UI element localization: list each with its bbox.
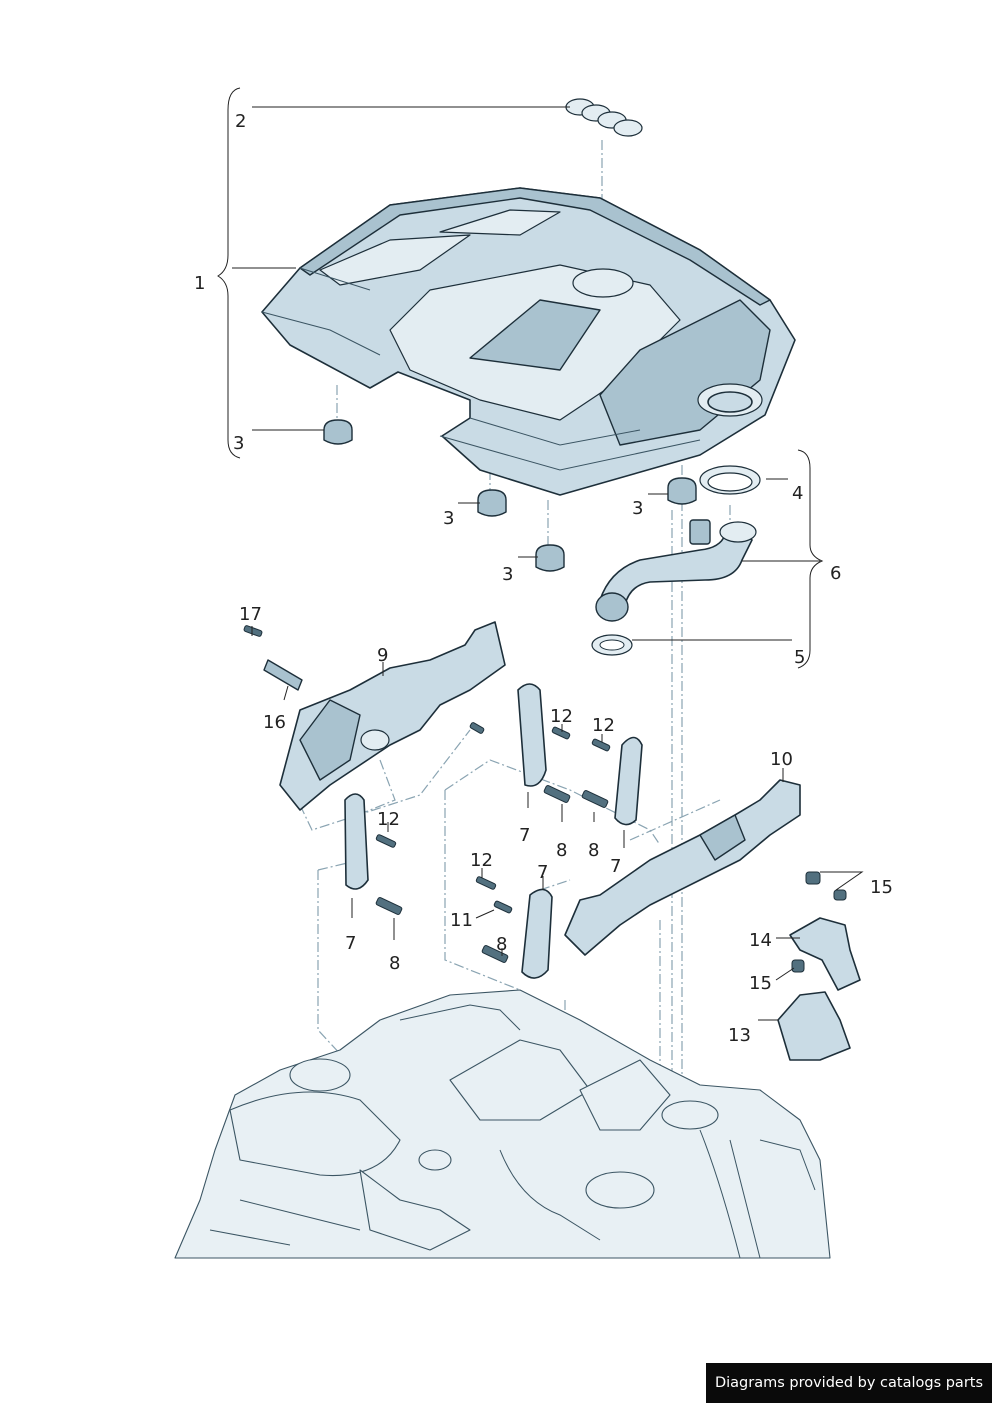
callout-15: 15 [749, 973, 772, 994]
seal-ring [699, 465, 761, 495]
breather-hose [595, 519, 757, 622]
emblem-rings [565, 98, 643, 137]
brackets [344, 683, 643, 979]
engine-block [174, 989, 831, 1259]
callout-11: 11 [450, 910, 473, 931]
callout-12: 12 [550, 706, 573, 727]
callout-1: 1 [194, 273, 205, 294]
callout-3: 3 [632, 498, 643, 519]
callout-7: 7 [519, 825, 530, 846]
callout-5: 5 [794, 647, 805, 668]
callout-7: 7 [610, 856, 621, 877]
gasket [591, 634, 633, 656]
engine-cover [261, 187, 796, 496]
leader-lines [217, 87, 864, 1021]
callout-labels: 1 2 3 3 3 3 4 5 6 7 7 7 7 8 8 8 8 9 10 1… [194, 111, 893, 1046]
callout-12: 12 [592, 715, 615, 736]
heat-shield-left [279, 621, 506, 811]
callout-4: 4 [792, 483, 803, 504]
callout-6: 6 [830, 563, 841, 584]
callout-10: 10 [770, 749, 793, 770]
callout-9: 9 [377, 645, 388, 666]
callout-17: 17 [239, 604, 262, 625]
callout-13: 13 [728, 1025, 751, 1046]
callout-16: 16 [263, 712, 286, 733]
callout-8: 8 [588, 840, 599, 861]
bracket-13 [777, 991, 851, 1061]
credit-banner: Diagrams provided by catalogs parts [706, 1363, 992, 1403]
callout-8: 8 [556, 840, 567, 861]
callout-7: 7 [537, 862, 548, 883]
callout-15: 15 [870, 877, 893, 898]
fasteners [243, 625, 847, 973]
callout-8: 8 [389, 953, 400, 974]
callout-2: 2 [235, 111, 246, 132]
callout-3: 3 [233, 433, 244, 454]
callout-12: 12 [377, 809, 400, 830]
callout-3: 3 [443, 508, 454, 529]
callout-14: 14 [749, 930, 772, 951]
grommets [323, 419, 697, 572]
bracket-14 [789, 917, 861, 991]
callout-3: 3 [502, 564, 513, 585]
callout-12: 12 [470, 850, 493, 871]
callout-7: 7 [345, 933, 356, 954]
callout-8: 8 [496, 934, 507, 955]
assembly-lines [299, 140, 731, 1180]
heat-shield-right [564, 779, 801, 956]
